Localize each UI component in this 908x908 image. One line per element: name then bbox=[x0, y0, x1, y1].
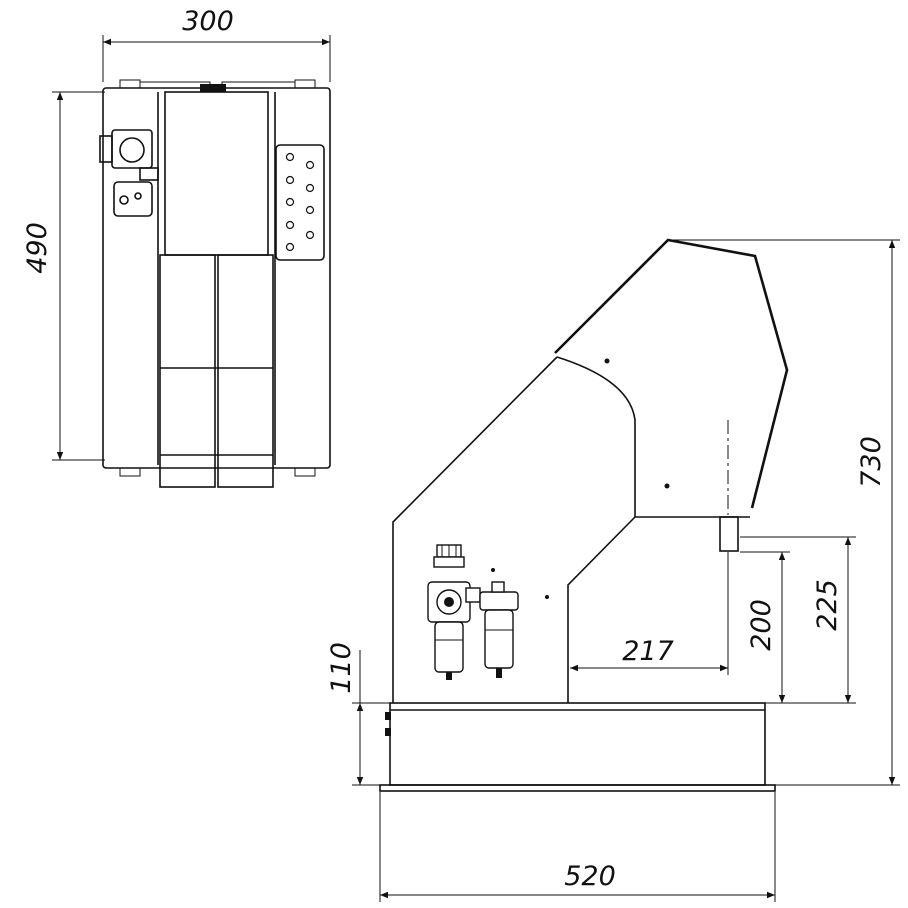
base-cabinet bbox=[389, 702, 766, 786]
top-foot bbox=[294, 79, 316, 89]
base-latch bbox=[385, 728, 391, 736]
handle bbox=[200, 84, 226, 92]
bottom-foot bbox=[119, 467, 141, 477]
dimension-work-height-min: 200 bbox=[746, 599, 777, 651]
motor-mount bbox=[139, 167, 159, 181]
filter-regulator bbox=[427, 544, 481, 680]
top-rail bbox=[221, 81, 296, 89]
base-plate bbox=[379, 784, 776, 792]
base-latch bbox=[385, 712, 391, 720]
valve-port bbox=[134, 192, 142, 200]
lubricator bbox=[479, 581, 519, 678]
dimension-depth: 490 bbox=[22, 222, 53, 274]
bottom-foot bbox=[294, 467, 316, 477]
head-cover bbox=[554, 238, 789, 509]
frame-inner-curve bbox=[556, 356, 636, 517]
punch-tool bbox=[719, 516, 739, 552]
frame-throat bbox=[567, 516, 750, 703]
screw bbox=[491, 568, 495, 572]
motor bbox=[111, 129, 153, 169]
ram-housing bbox=[164, 91, 269, 256]
panel-buttons bbox=[285, 152, 315, 252]
screw bbox=[545, 595, 549, 599]
valve-port bbox=[119, 195, 129, 205]
frame-back bbox=[392, 356, 558, 703]
top-rail bbox=[139, 81, 211, 89]
side-view: 730 225 200 217 110 520 bbox=[326, 238, 900, 902]
top-view: 300 490 bbox=[22, 6, 331, 488]
pedal-block-right bbox=[217, 254, 274, 488]
dimension-throat-depth: 217 bbox=[622, 636, 674, 667]
motor-shaft bbox=[119, 137, 145, 163]
screw bbox=[604, 358, 610, 364]
motor-connector bbox=[99, 135, 113, 163]
control-panel bbox=[275, 144, 325, 261]
valve bbox=[113, 181, 153, 217]
dimension-base-length: 520 bbox=[564, 861, 616, 892]
dimension-base-height: 110 bbox=[326, 642, 357, 694]
dimension-work-height-max: 225 bbox=[812, 579, 843, 631]
pedal-block-left bbox=[159, 254, 216, 488]
dimension-width: 300 bbox=[182, 6, 234, 37]
top-foot bbox=[119, 79, 141, 89]
screw bbox=[664, 483, 670, 489]
dimension-total-height: 730 bbox=[856, 436, 887, 488]
